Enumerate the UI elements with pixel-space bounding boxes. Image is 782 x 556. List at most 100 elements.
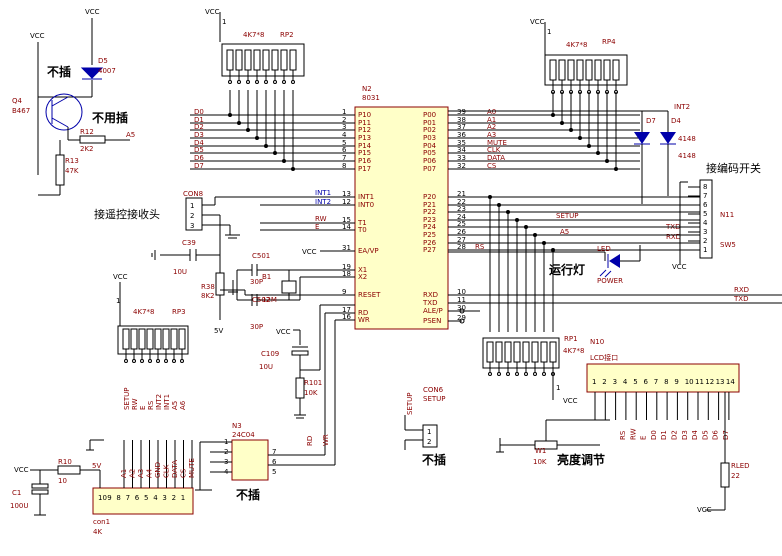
n3-pin-number: 7 xyxy=(272,448,276,456)
mcu-pin-name: ALE/P xyxy=(423,307,443,315)
rp1-resistor-pack: RP1 4K7*8 1 VCC xyxy=(482,335,584,405)
resistor-element xyxy=(594,59,602,81)
con1-pin-number: 9 xyxy=(107,494,111,502)
con1-pin-number: 6 xyxy=(135,494,140,502)
resistor-element xyxy=(280,49,288,71)
net-rs: RS xyxy=(475,243,485,251)
resistor-element xyxy=(540,341,548,363)
mcu-pin-name: P03 xyxy=(423,134,436,142)
net-a-label: A0 xyxy=(487,108,496,116)
lcd-pin-number: 14 xyxy=(726,378,735,386)
mcu-pin-number: 35 xyxy=(457,139,466,147)
con1-net-label: CLK xyxy=(163,464,171,478)
mcu-pin-number: 34 xyxy=(457,146,466,154)
junction-dot xyxy=(228,113,232,117)
con1-net-label: DATA xyxy=(171,460,179,478)
lcd-net-label: RS xyxy=(619,430,627,440)
con1-pin-number: 8 xyxy=(116,494,120,502)
lcd-pin-number: 13 xyxy=(716,378,725,386)
mcu-pin-number: 25 xyxy=(457,220,466,228)
led-ref: LED xyxy=(597,245,611,253)
pin-marker xyxy=(237,80,241,84)
c501-ref: C501 xyxy=(252,252,270,260)
w1-value: 10K xyxy=(533,458,547,466)
crystal-icon xyxy=(281,280,297,294)
sw5-net-rxd: RXD xyxy=(666,233,681,241)
con1-pin-number: 2 xyxy=(172,494,176,502)
pin-marker xyxy=(264,80,268,84)
mcu-pin-name: WR xyxy=(358,316,370,324)
pin-marker xyxy=(255,80,259,84)
junction-dot xyxy=(569,128,573,132)
mcu-pin-number: 21 xyxy=(457,190,466,198)
pin-marker xyxy=(542,372,546,376)
lcd-pin-number: 9 xyxy=(674,378,678,386)
rp3-net-label: RS xyxy=(147,400,155,410)
sw5-pin-number: 2 xyxy=(703,237,707,245)
c109-vcc-label: VCC xyxy=(276,328,291,336)
mcu-pin-number: 2 xyxy=(342,116,346,124)
pin-marker xyxy=(605,90,609,94)
run-led: LED POWER 运行灯 xyxy=(448,245,641,285)
mcu-pin-number: 27 xyxy=(457,236,466,244)
mcu-pin-name: P13 xyxy=(358,134,371,142)
d7-d4-diodes: INT2 D7 D4 4148 4148 xyxy=(448,103,696,204)
mcu-pin-name: P04 xyxy=(423,142,437,150)
resistor-element xyxy=(612,59,620,81)
pin-marker xyxy=(524,372,528,376)
pin-marker xyxy=(596,90,600,94)
mcu-pin-number: 14 xyxy=(342,223,351,231)
led-diode-icon xyxy=(609,254,620,268)
c1-vcc-label: VCC xyxy=(14,466,29,474)
mcu-pin-number: 17 xyxy=(342,306,351,314)
net-rxd-out: RXD xyxy=(734,286,749,294)
mcu-pin-name: P17 xyxy=(358,165,371,173)
n3-ref: N3 xyxy=(232,422,242,430)
note-remote-receiver: 接遥控接收头 xyxy=(94,207,160,221)
mcu-pin-name: P05 xyxy=(423,149,436,157)
con1-value: 4K xyxy=(93,528,102,536)
lcd-net-label: D0 xyxy=(650,430,658,440)
r12-net: A5 xyxy=(126,131,135,139)
mcu-pin-name: P06 xyxy=(423,157,437,165)
q4-ref: Q4 xyxy=(12,97,23,105)
resistor-element xyxy=(531,341,539,363)
resistor-element xyxy=(154,328,162,350)
power-switch-q4: VCC VCC D5 4007 不插 Q4 B467 不用插 R12 2K2 A… xyxy=(12,8,135,196)
con1-net-label: MUTE xyxy=(188,458,196,478)
resistor-element xyxy=(289,49,297,71)
mcu-pin-name: P16 xyxy=(358,157,372,165)
pin-marker xyxy=(246,80,250,84)
mcu-pin-name: P01 xyxy=(423,119,436,127)
con1-pin-number: 3 xyxy=(162,494,166,502)
con1-pin-number: 10 xyxy=(98,494,107,502)
oscillator-circuit: C501 30P C502 30P B1 12M xyxy=(228,252,355,331)
r38-value: 8K2 xyxy=(201,292,215,300)
mcu-pin-number: 3 xyxy=(342,123,346,131)
con1-ref: con1 xyxy=(93,518,110,526)
con1-pin-number: 4 xyxy=(153,494,158,502)
resistor-element xyxy=(495,341,503,363)
con1-net-label: A3 xyxy=(137,469,145,478)
rp4-ref: RP4 xyxy=(602,38,616,46)
lcd-pin-number: 2 xyxy=(602,378,606,386)
r12-ref: R12 xyxy=(80,128,94,136)
con1-net-label: A1 xyxy=(120,469,128,478)
lcd-label: LCD接口 xyxy=(590,353,618,362)
con1-net-label: GND xyxy=(154,462,162,478)
sw5-pin-number: 7 xyxy=(703,192,707,200)
c501-value: 30P xyxy=(250,278,263,286)
led-label: POWER xyxy=(597,277,623,285)
note-no-need-insert: 不用插 xyxy=(92,110,128,125)
r101-value: 10K xyxy=(304,389,318,397)
pin-marker xyxy=(282,80,286,84)
rled-resistor: RLED 22 VCC xyxy=(697,392,750,514)
r13-ref: R13 xyxy=(65,157,79,165)
pin-marker xyxy=(560,90,564,94)
r10-net: 5V xyxy=(92,462,101,470)
lcd-net-label: D7 xyxy=(722,430,730,440)
rp3-net-label: INT2 xyxy=(155,394,163,410)
